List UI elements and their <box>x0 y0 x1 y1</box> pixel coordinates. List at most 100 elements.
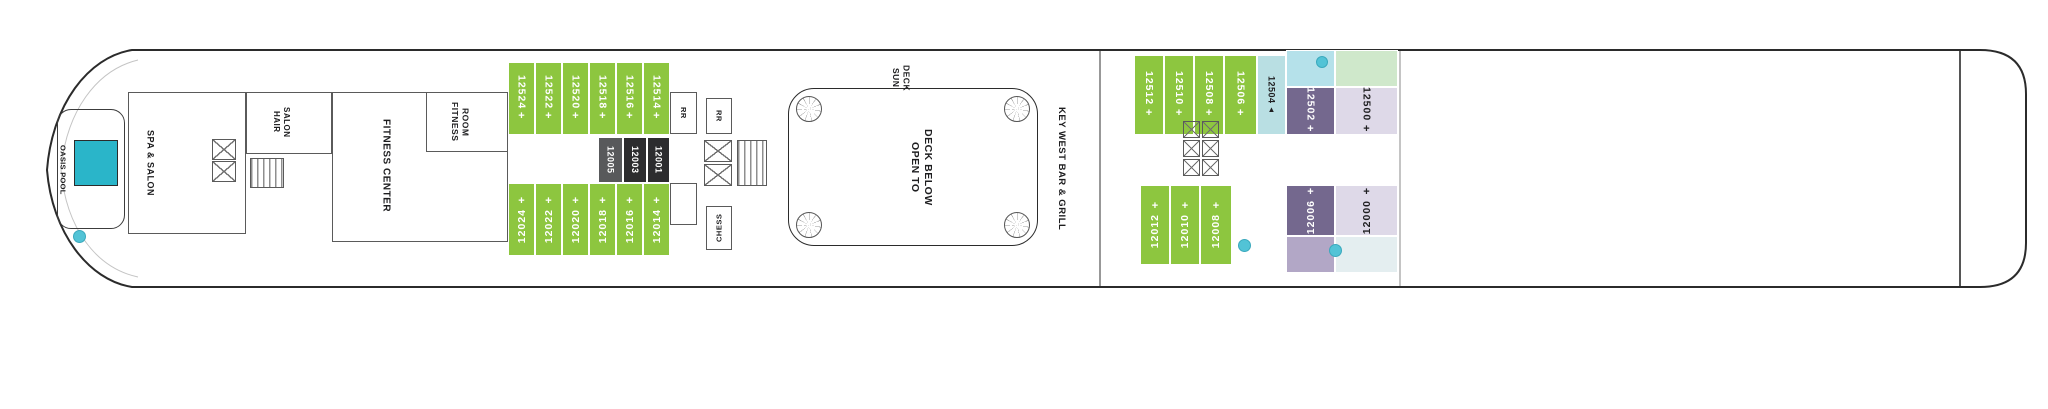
cabin-12020[interactable]: 12020 + <box>562 183 589 256</box>
spiral-stairs-icon <box>796 212 822 238</box>
spa-salon-label: SPA & SALON <box>145 129 156 196</box>
hair-salon-room <box>246 92 332 154</box>
key-west-bar-grill-label: KEY WEST BAR & GRILL <box>1055 107 1067 231</box>
berth-plus-badge: + <box>1205 106 1213 119</box>
service-room-box <box>670 183 697 225</box>
cabin-12010[interactable]: 12010 + <box>1170 185 1200 265</box>
cabin-12506[interactable]: 12506 + <box>1224 55 1257 135</box>
hot-tub-aft-top <box>1316 56 1328 68</box>
cabin-12006[interactable]: 12006 + <box>1286 185 1335 236</box>
elevator-icon <box>1183 121 1200 138</box>
sun-deck-label: SUN DECK <box>891 64 912 92</box>
triangle-badge: ▲ <box>1267 104 1276 114</box>
balcony-12000 <box>1335 236 1398 273</box>
cabin-12516[interactable]: 12516 + <box>616 62 643 135</box>
elevator-icon <box>704 164 732 186</box>
cabin-12003[interactable]: 12003 <box>623 137 647 183</box>
cabin-12012[interactable]: 12012 + <box>1140 185 1170 265</box>
cabin-number: 12003 <box>630 146 640 174</box>
cabin-12014[interactable]: 12014 + <box>643 183 670 256</box>
balcony-12006 <box>1286 236 1335 273</box>
hot-tub-aft-bottom-left <box>1238 239 1251 252</box>
cabin-12524[interactable]: 12524 + <box>508 62 535 135</box>
cabin-number: 12016 <box>623 208 636 244</box>
cabin-12022[interactable]: 12022 + <box>535 183 562 256</box>
stairs-icon <box>737 140 767 186</box>
berth-plus-badge: + <box>545 194 552 207</box>
berth-plus-badge: + <box>599 194 606 207</box>
cabin-12504[interactable]: 12504 ▲ <box>1257 55 1286 135</box>
cabin-12514[interactable]: 12514 + <box>643 62 670 135</box>
bow-inner-line <box>60 59 139 278</box>
cabin-12502[interactable]: 12502 + <box>1286 87 1335 135</box>
berth-plus-badge: + <box>626 194 633 207</box>
cabin-12016[interactable]: 12016 + <box>616 183 643 256</box>
cabin-12500[interactable]: 12500 + <box>1335 87 1398 135</box>
cabin-number: 12018 <box>596 208 609 244</box>
chess-room-box <box>706 206 732 250</box>
elevator-icon <box>1202 121 1219 138</box>
elevator-icon <box>1202 140 1219 157</box>
berth-plus-badge: + <box>572 110 579 123</box>
cabin-number: 12522 <box>542 74 555 110</box>
berth-plus-badge: + <box>545 110 552 123</box>
berth-plus-badge: + <box>1175 106 1183 119</box>
cabin-number: 12020 <box>569 208 582 244</box>
oasis-pool-deck <box>57 109 125 229</box>
berth-plus-badge: + <box>1151 200 1159 213</box>
cabin-12000[interactable]: 12000 + <box>1335 185 1398 236</box>
cabin-12008[interactable]: 12008 + <box>1200 185 1232 265</box>
cabin-12005[interactable]: 12005 <box>598 137 623 183</box>
cabin-number: 12006 <box>1304 199 1317 235</box>
cabin-number: 12001 <box>653 146 664 174</box>
berth-plus-badge: + <box>1363 122 1370 135</box>
cabin-12001[interactable]: 12001 <box>647 137 670 183</box>
cabin-number: 12518 <box>596 74 609 110</box>
fitness-room <box>426 92 508 152</box>
cabin-12018[interactable]: 12018 + <box>589 183 616 256</box>
cabin-number: 12506 <box>1234 71 1247 106</box>
cabin-number: 12024 <box>515 208 528 244</box>
restroom-box <box>706 98 732 134</box>
cabin-number: 12012 <box>1149 214 1161 249</box>
cabin-12024[interactable]: 12024 + <box>508 183 535 256</box>
hair-salon-label: HAIR SALON <box>272 106 291 138</box>
berth-plus-badge: + <box>1212 200 1220 213</box>
berth-plus-badge: + <box>1363 185 1370 198</box>
spa-salon-room <box>128 92 246 234</box>
oasis-pool <box>74 140 118 186</box>
berth-plus-badge: + <box>1145 106 1153 119</box>
balcony-12500 <box>1335 50 1398 87</box>
hot-tub-bow <box>73 230 86 243</box>
elevator-icon <box>212 139 236 160</box>
restroom-box <box>670 92 697 134</box>
fitness-center-label: FITNESS CENTER <box>380 119 392 213</box>
elevator-icon <box>1202 159 1219 176</box>
berth-plus-badge: + <box>1307 185 1314 198</box>
cabin-number: 12524 <box>515 74 528 110</box>
berth-plus-badge: + <box>1237 106 1244 119</box>
open-to-deck-below-area <box>788 88 1038 246</box>
cabin-number: 12008 <box>1210 214 1222 249</box>
spiral-stairs-icon <box>796 96 822 122</box>
cabin-12520[interactable]: 12520 + <box>562 62 589 135</box>
oasis-pool-label: OASIS POOL <box>58 145 68 195</box>
berth-plus-badge: + <box>1181 200 1189 213</box>
restroom-mid-label: RR <box>714 110 724 122</box>
cabin-number: 12516 <box>623 74 636 110</box>
fitness-center-room <box>332 92 508 242</box>
stairs-icon <box>250 158 284 188</box>
elevator-icon <box>212 161 236 182</box>
berth-plus-badge: + <box>626 110 633 123</box>
cabin-number: 12508 <box>1203 71 1215 106</box>
cabin-number: 12514 <box>650 74 663 110</box>
cabin-number: 12504 <box>1266 76 1277 104</box>
cabin-12518[interactable]: 12518 + <box>589 62 616 135</box>
berth-plus-badge: + <box>518 194 525 207</box>
cabin-number: 12000 <box>1360 199 1373 235</box>
cabin-12522[interactable]: 12522 + <box>535 62 562 135</box>
elevator-icon <box>1183 159 1200 176</box>
cabin-12512[interactable]: 12512 + <box>1134 55 1164 135</box>
cabin-number: 12022 <box>542 208 555 244</box>
